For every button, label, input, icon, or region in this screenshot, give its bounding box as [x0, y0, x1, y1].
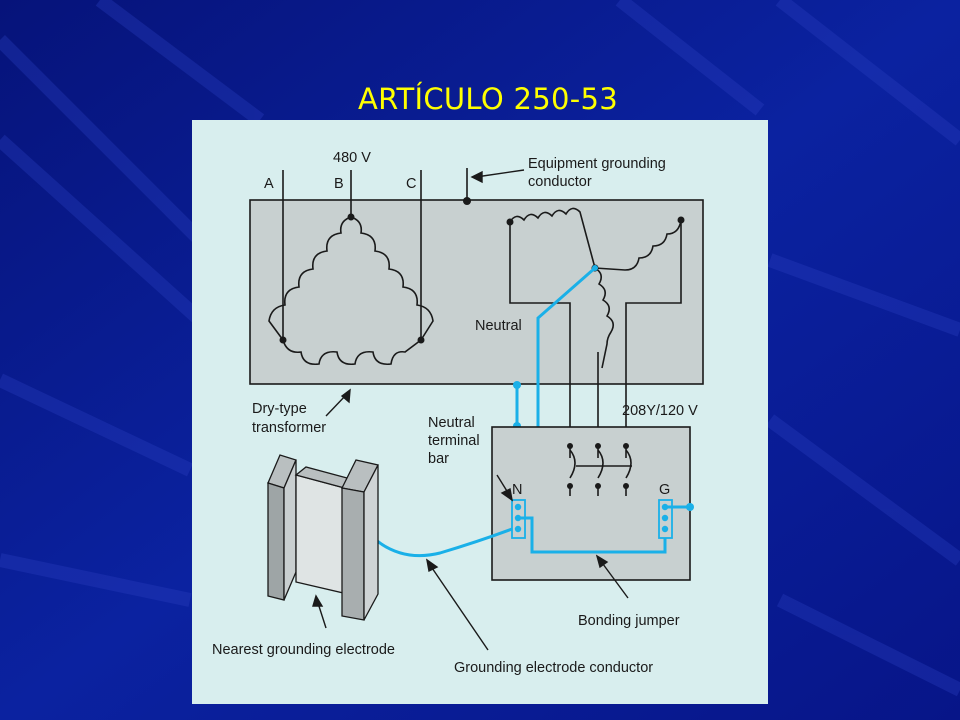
label-phase-b: B [334, 176, 344, 192]
label-transformer-line1: Dry-type [252, 401, 307, 417]
label-bonding-jumper: Bonding jumper [578, 613, 680, 629]
transformer-enclosure [249, 199, 704, 385]
secondary-conductors [509, 222, 571, 442]
wiring-diagram: 480 V A B C Equipment grounding conducto… [212, 150, 704, 676]
label-ntb-line3: bar [428, 451, 449, 467]
label-egc-line2: conductor [528, 174, 592, 190]
label-gec: Grounding electrode conductor [454, 660, 653, 676]
label-phase-c: C [406, 176, 416, 192]
delta-winding [268, 213, 434, 366]
wye-winding [506, 207, 685, 369]
bonding-jumper-wire [518, 516, 667, 554]
label-neutral: Neutral [475, 318, 522, 334]
pointer-arrows [312, 169, 629, 651]
label-phase-a: A [264, 176, 274, 192]
label-terminal-g: G [659, 482, 670, 498]
label-egc-line1: Equipment grounding [528, 156, 666, 172]
label-ntb-line2: terminal [428, 433, 480, 449]
label-208y120v: 208Y/120 V [622, 403, 698, 419]
label-terminal-n: N [512, 482, 522, 498]
label-electrode: Nearest grounding electrode [212, 642, 395, 658]
gec-wire [368, 527, 513, 558]
i-beam-electrode [267, 454, 379, 621]
label-480v: 480 V [333, 150, 371, 166]
label-ntb-line1: Neutral [428, 415, 475, 431]
panelboard [491, 426, 691, 581]
diagram-panel: 480 V A B C Equipment grounding conducto… [192, 120, 768, 704]
label-transformer-line2: transformer [252, 420, 326, 436]
circuit-breakers [567, 443, 632, 496]
slide-title: ARTÍCULO 250-53 [357, 82, 618, 116]
